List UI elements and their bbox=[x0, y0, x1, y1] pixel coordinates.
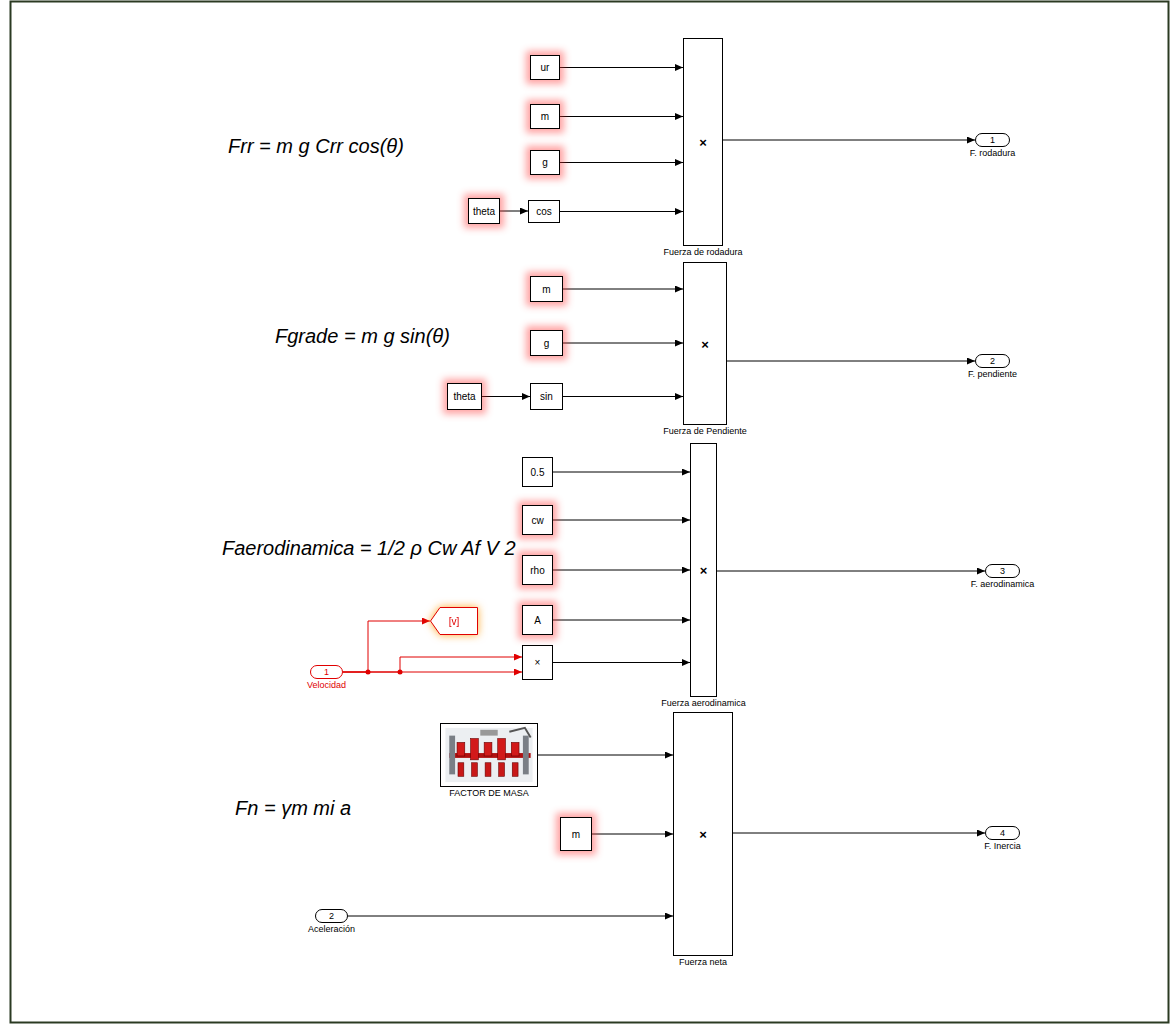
port-number: 3 bbox=[1000, 566, 1005, 576]
constant-value: g bbox=[544, 338, 550, 349]
constant-value: A bbox=[534, 615, 541, 626]
signal-line bbox=[553, 472, 690, 473]
constant-block: theta bbox=[447, 383, 482, 410]
product-block: ×Fuerza de Pendiente bbox=[683, 262, 727, 425]
constant-block: rho bbox=[522, 555, 553, 585]
constant-value: m bbox=[572, 829, 580, 840]
signal-line bbox=[563, 343, 683, 344]
constant-value: cw bbox=[531, 515, 543, 526]
signal-line bbox=[560, 162, 683, 163]
signal-line bbox=[500, 211, 528, 212]
signal-line bbox=[482, 396, 530, 397]
constant-value: cos bbox=[536, 206, 552, 217]
constant-value: sin bbox=[540, 391, 553, 402]
signal-line bbox=[717, 571, 985, 572]
signal-line bbox=[343, 672, 522, 673]
port-name: F. rodadura bbox=[970, 148, 1016, 158]
signal-line bbox=[563, 289, 683, 290]
signal-line bbox=[538, 755, 673, 756]
equation-label: Frr = m g Crr cos(θ) bbox=[228, 135, 404, 158]
signal-line bbox=[727, 361, 975, 362]
equation-label: Fgrade = m g sin(θ) bbox=[275, 325, 450, 348]
constant-block: cos bbox=[528, 200, 560, 223]
block-name: FACTOR DE MASA bbox=[449, 788, 528, 798]
port-name: F. Inercia bbox=[984, 841, 1021, 851]
equation-label: Faerodinamica = 1/2 ρ Cw Af V 2 bbox=[222, 537, 516, 560]
port-name: F. aerodinamica bbox=[971, 579, 1035, 589]
subsystem-block: FACTOR DE MASA bbox=[440, 723, 538, 787]
signal-line bbox=[560, 67, 683, 68]
constant-block: sin bbox=[530, 383, 563, 410]
signal-line bbox=[723, 140, 975, 141]
port-number: 2 bbox=[329, 911, 334, 921]
constant-block: ur bbox=[530, 55, 560, 80]
port-name: F. pendiente bbox=[968, 369, 1017, 379]
block-name: Fuerza aerodinamica bbox=[661, 698, 746, 708]
signal-line bbox=[560, 116, 683, 117]
signal-line bbox=[592, 834, 673, 835]
product-symbol: × bbox=[691, 563, 716, 578]
constant-value: ur bbox=[541, 62, 550, 73]
port-number: 1 bbox=[990, 135, 995, 145]
constant-value: m bbox=[542, 284, 550, 295]
block-name: Fuerza neta bbox=[679, 957, 727, 967]
signal-line bbox=[343, 621, 430, 672]
constant-block: × bbox=[522, 645, 553, 680]
product-symbol: × bbox=[674, 827, 732, 842]
outport-block: 1F. rodadura bbox=[975, 133, 1010, 147]
equation-label: Fn = γm mi a bbox=[235, 797, 351, 820]
signal-line bbox=[553, 662, 690, 663]
constant-value: g bbox=[542, 157, 548, 168]
product-symbol: × bbox=[684, 135, 722, 150]
outport-block: 2F. pendiente bbox=[975, 354, 1010, 368]
constant-block: g bbox=[530, 150, 560, 175]
outport-block: 3F. aerodinamica bbox=[985, 564, 1020, 578]
constant-block: cw bbox=[522, 505, 553, 535]
tag-name: [v] bbox=[449, 616, 460, 627]
constant-block: m bbox=[530, 104, 560, 129]
signal-line bbox=[553, 620, 690, 621]
product-block: ×Fuerza aerodinamica bbox=[690, 443, 717, 697]
constant-block: m bbox=[560, 817, 592, 851]
product-symbol: × bbox=[684, 336, 726, 351]
constant-block: m bbox=[530, 276, 563, 302]
gearbox-illustration bbox=[441, 724, 537, 786]
signal-line bbox=[553, 520, 690, 521]
constant-value: × bbox=[535, 657, 541, 668]
block-name: Fuerza de rodadura bbox=[663, 247, 742, 257]
constant-value: theta bbox=[453, 391, 475, 402]
port-number: 2 bbox=[990, 356, 995, 366]
constant-block: 0.5 bbox=[522, 457, 553, 487]
outport-block: 4F. Inercia bbox=[985, 826, 1020, 840]
constant-value: 0.5 bbox=[531, 467, 545, 478]
signal-line bbox=[553, 570, 690, 571]
port-name: Aceleración bbox=[308, 924, 355, 934]
constant-value: theta bbox=[473, 206, 495, 217]
constant-block: A bbox=[522, 605, 553, 635]
port-number: 1 bbox=[324, 667, 329, 677]
frame bbox=[11, 2, 1169, 1023]
goto-tag-block: [v] bbox=[430, 607, 478, 635]
signal-line bbox=[733, 833, 985, 834]
signal-line bbox=[560, 211, 683, 212]
signal-line bbox=[348, 916, 673, 917]
port-name: Velocidad bbox=[307, 680, 346, 690]
constant-value: rho bbox=[530, 565, 544, 576]
block-name: Fuerza de Pendiente bbox=[663, 426, 747, 436]
inport-block: 1Velocidad bbox=[310, 665, 343, 679]
product-block: ×Fuerza de rodadura bbox=[683, 38, 723, 246]
port-number: 4 bbox=[1000, 828, 1005, 838]
inport-block: 2Aceleración bbox=[315, 909, 348, 923]
constant-block: theta bbox=[468, 198, 500, 224]
constant-value: m bbox=[541, 111, 549, 122]
constant-block: g bbox=[530, 330, 563, 356]
product-block: ×Fuerza neta bbox=[673, 712, 733, 956]
signal-line bbox=[563, 396, 683, 397]
signal-line bbox=[343, 657, 522, 672]
